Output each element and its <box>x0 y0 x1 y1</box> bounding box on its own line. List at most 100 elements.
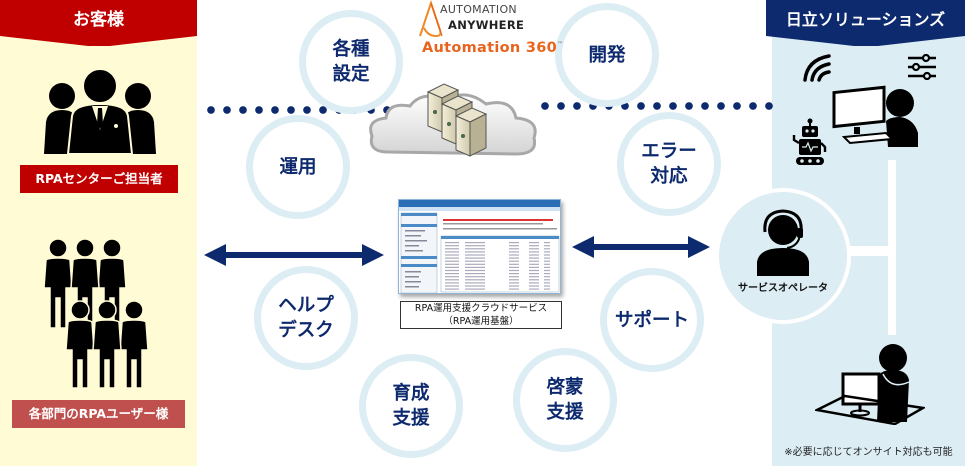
service-operator-label: サービスオペレータ <box>738 283 828 294</box>
thumb-table-cell <box>544 285 550 287</box>
thumb-table-cell <box>445 245 459 247</box>
sliders-icon <box>908 54 936 80</box>
thumb-table-cell <box>445 282 459 284</box>
customer-header-notch <box>0 36 197 46</box>
thumb-table-cell <box>529 279 539 281</box>
thumb-table-cell <box>544 260 550 262</box>
thumb-table-cell <box>509 269 519 272</box>
thumb-table-cell <box>544 242 550 244</box>
thumb-table-cell <box>509 260 519 262</box>
boundary-dotted-line-right <box>537 101 773 111</box>
onsite-support-note: ※必要に応じてオンサイト対応も可能 <box>784 447 953 458</box>
thumb-table-cell <box>445 263 459 265</box>
thumb-table-cell <box>509 273 519 275</box>
onsite-support-icon <box>815 344 925 425</box>
thumb-table-cell <box>445 285 459 287</box>
service-development: 開発 <box>555 3 659 107</box>
thumb-table-cell <box>509 245 519 247</box>
thumb-table-cell <box>465 285 485 287</box>
vendor-connector-horizontal <box>845 246 893 256</box>
service-error-handling: エラー 対応 <box>617 112 721 216</box>
users-crowd-icon <box>43 238 149 388</box>
thumb-table-cell <box>445 242 459 244</box>
thumb-table-cell <box>529 276 539 278</box>
thumb-table-cell <box>544 245 550 247</box>
thumb-table-cell <box>529 282 539 284</box>
vendor-header: 日立ソリューションズ <box>766 0 965 36</box>
thumb-table-cell <box>445 279 459 281</box>
thumb-table-cell <box>509 263 519 265</box>
trademark-symbol: ™ <box>557 41 564 49</box>
thumb-table-cell <box>529 288 539 290</box>
thumb-table-cell <box>465 242 485 244</box>
thumb-table-cell <box>529 254 539 256</box>
thumb-table-cell <box>509 276 519 278</box>
platform-ui-preview <box>399 200 560 293</box>
thumb-table-cell <box>509 266 519 268</box>
thumb-table-cell <box>544 248 550 250</box>
customer-platform-double-arrow <box>204 244 384 266</box>
thumb-table-cell <box>465 279 485 281</box>
boundary-dotted-line-left <box>203 105 393 115</box>
thumb-table-cell <box>529 242 539 244</box>
thumb-table-cell <box>445 257 459 259</box>
thumb-table-cell <box>465 260 485 262</box>
thumb-table-cell <box>509 257 519 259</box>
thumb-table-cell <box>465 266 485 268</box>
thumb-table-cell <box>529 260 539 262</box>
thumb-table-cell <box>544 254 550 256</box>
thumb-table-cell <box>465 282 485 284</box>
thumb-table-cell <box>509 251 519 253</box>
thumb-table-cell <box>544 276 550 278</box>
thumb-table-cell <box>529 257 539 259</box>
thumb-table-cell <box>445 251 459 253</box>
thumb-table-cell <box>509 248 519 250</box>
service-training: 育成 支援 <box>359 354 463 458</box>
thumb-table-cell <box>509 242 519 244</box>
thumb-table-cell <box>465 269 485 272</box>
thumb-table-cell <box>544 279 550 281</box>
thumb-table-cell <box>465 263 485 265</box>
cloud-servers-icon <box>369 83 537 157</box>
brand-wordmark-line2: ANYWHERE <box>448 18 525 32</box>
thumb-table-cell <box>465 276 485 278</box>
robot-icon <box>792 118 827 165</box>
thumb-table-cell <box>445 276 459 278</box>
thumb-table-cell <box>544 266 550 268</box>
thumb-table-cell <box>544 251 550 253</box>
platform-screenshot-thumbnail <box>398 199 561 294</box>
thumb-table-cell <box>529 251 539 253</box>
thumb-table-cell <box>465 248 485 250</box>
thumb-table-cell <box>529 273 539 275</box>
thumb-table-cell <box>509 254 519 256</box>
thumb-table-cell <box>529 245 539 247</box>
thumb-table-cell <box>529 269 539 272</box>
platform-caption-line2: （RPA運用基盤） <box>443 315 519 327</box>
dept-users-label: 各部門のRPAユーザー様 <box>12 400 185 428</box>
thumb-table-cell <box>544 273 550 275</box>
thumb-table-cell <box>465 254 485 256</box>
thumb-table-cell <box>465 288 485 290</box>
managers-group-icon <box>44 68 156 154</box>
service-support: サポート <box>600 268 704 372</box>
thumb-table-cell <box>544 263 550 265</box>
thumb-table-cell <box>529 263 539 265</box>
rpa-center-label: RPAセンターご担当者 <box>20 165 178 193</box>
automation-anywhere-logo-icon <box>419 0 443 38</box>
thumb-table-cell <box>544 257 550 259</box>
product-name-text: Automation 360 <box>422 40 558 56</box>
thumb-table-cell <box>529 285 539 287</box>
service-operation: 運用 <box>246 115 350 219</box>
developer-at-computer-icon <box>832 85 918 147</box>
thumb-table-cell <box>445 269 459 272</box>
product-name: Automation 360™ <box>422 40 563 56</box>
thumb-table-cell <box>465 273 485 275</box>
thumb-table-cell <box>509 279 519 281</box>
thumb-table-cell <box>529 248 539 250</box>
service-helpdesk: ヘルプ デスク <box>254 266 358 370</box>
thumb-table-cell <box>529 266 539 268</box>
vendor-header-notch <box>766 36 965 46</box>
thumb-table-cell <box>445 254 459 256</box>
service-awareness: 啓蒙 支援 <box>513 348 617 452</box>
platform-operator-double-arrow <box>572 236 710 258</box>
